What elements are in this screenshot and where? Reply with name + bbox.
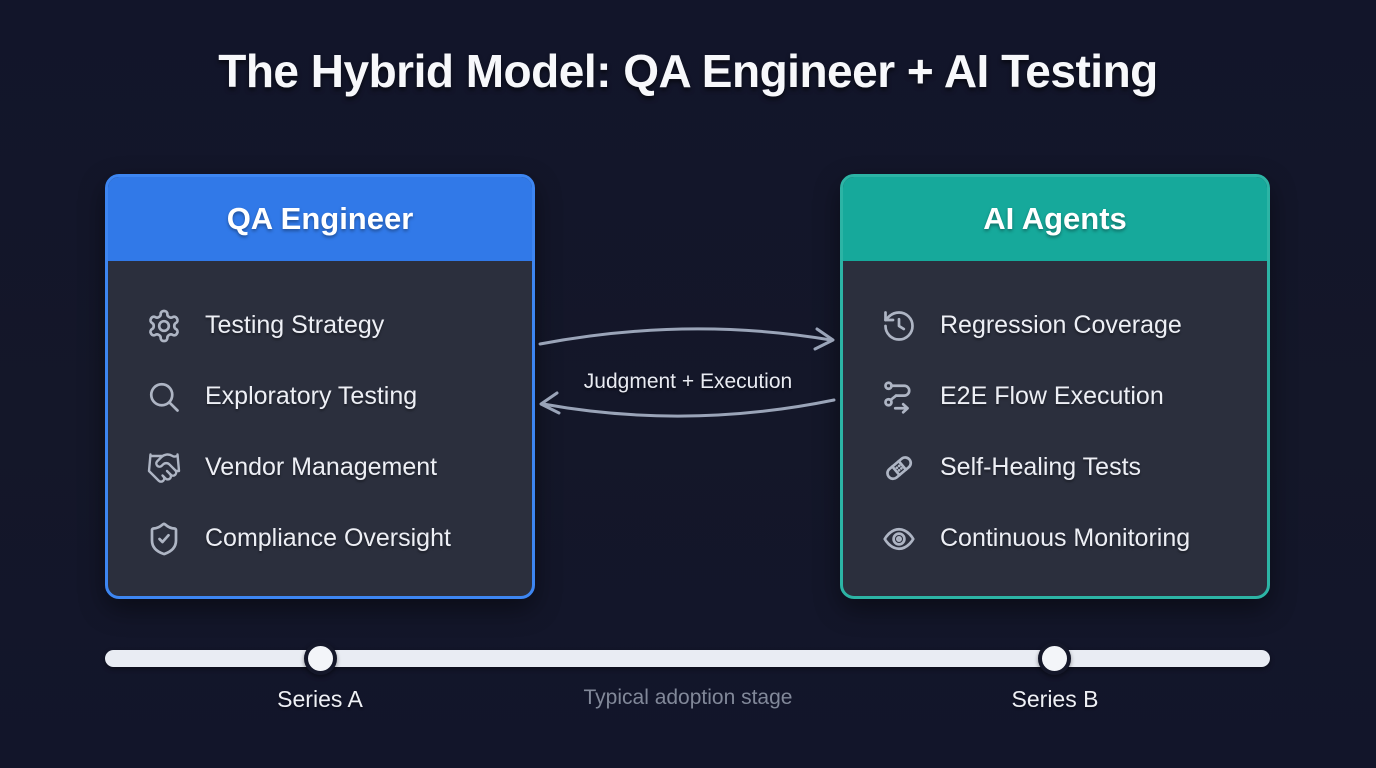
ai-agents-card-header: AI Agents: [843, 177, 1267, 261]
ai-agents-card-body: Regression Coverage E2E Flow Execution S…: [843, 261, 1267, 574]
list-item: Regression Coverage: [843, 290, 1267, 361]
arrow-left: [539, 391, 836, 418]
search-icon: [146, 379, 182, 415]
item-label: Testing Strategy: [205, 311, 385, 339]
list-item: Self-Healing Tests: [843, 432, 1267, 503]
ai-agents-card: AI Agents Regression Coverage E2E Flow E…: [840, 174, 1270, 599]
list-item: Testing Strategy: [108, 290, 532, 361]
list-item: Continuous Monitoring: [843, 503, 1267, 574]
list-item: Vendor Management: [108, 432, 532, 503]
list-item: E2E Flow Execution: [843, 361, 1267, 432]
item-label: E2E Flow Execution: [940, 382, 1164, 410]
series-b-label: Series B: [1011, 686, 1099, 712]
qa-engineer-card: QA Engineer Testing Strategy Exploratory…: [105, 174, 535, 599]
eye-icon: [881, 521, 917, 557]
route-icon: [881, 379, 917, 415]
item-label: Compliance Oversight: [205, 524, 451, 552]
item-label: Continuous Monitoring: [940, 524, 1191, 552]
qa-engineer-card-body: Testing Strategy Exploratory Testing Ven…: [108, 261, 532, 574]
item-label: Self-Healing Tests: [940, 453, 1142, 481]
arrow-right: [538, 327, 835, 351]
adoption-timeline-track[interactable]: [105, 650, 1270, 667]
item-label: Exploratory Testing: [205, 382, 418, 410]
series-a-knob[interactable]: [304, 642, 337, 675]
list-item: Compliance Oversight: [108, 503, 532, 574]
connector-label: Judgment + Execution: [583, 370, 793, 393]
series-a-label: Series A: [277, 686, 363, 712]
shield-check-icon: [146, 521, 182, 557]
list-item: Exploratory Testing: [108, 361, 532, 432]
history-icon: [881, 308, 917, 344]
timeline-caption: Typical adoption stage: [583, 686, 793, 709]
page-title: The Hybrid Model: QA Engineer + AI Testi…: [218, 45, 1158, 97]
bandage-icon: [881, 450, 917, 486]
item-label: Regression Coverage: [940, 311, 1182, 339]
handshake-icon: [146, 450, 182, 486]
gear-icon: [146, 308, 182, 344]
item-label: Vendor Management: [205, 453, 438, 481]
qa-engineer-card-header: QA Engineer: [108, 177, 532, 261]
connector-arrows: [538, 327, 836, 418]
series-b-knob[interactable]: [1038, 642, 1071, 675]
